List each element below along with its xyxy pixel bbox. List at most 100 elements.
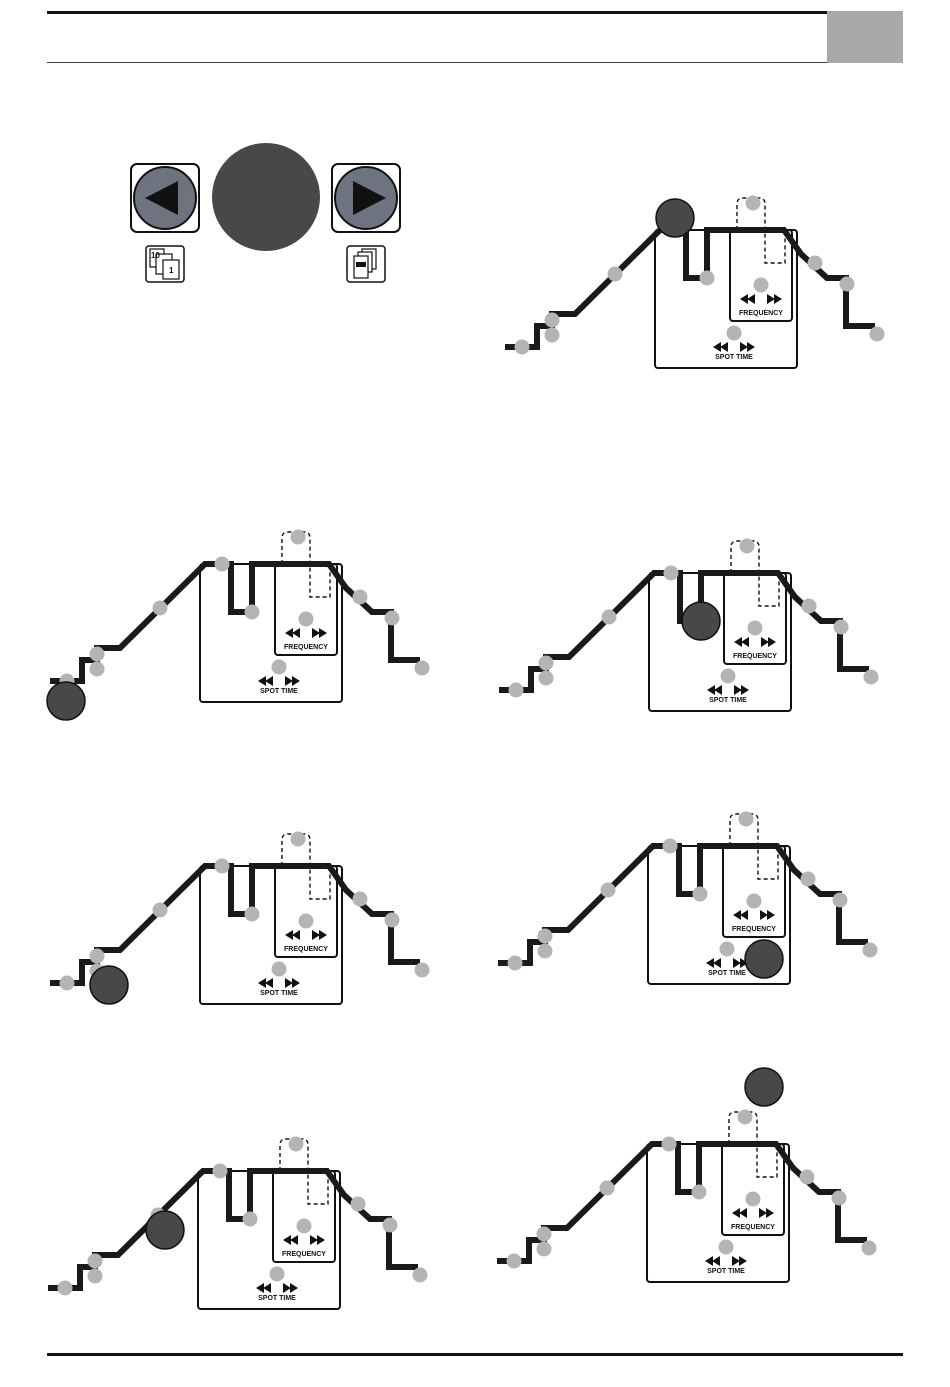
rewind-arrow-icon <box>258 978 266 988</box>
rewind-arrow-icon <box>712 1256 720 1266</box>
node-spot-time <box>727 326 742 341</box>
node-end <box>415 661 430 676</box>
forward-arrow-icon <box>734 685 742 695</box>
forward-arrow-icon <box>766 1208 774 1218</box>
node-valley <box>243 1212 258 1227</box>
rewind-arrow-icon <box>256 1283 264 1293</box>
forward-arrow-icon <box>285 978 293 988</box>
spot-time-arrows <box>258 676 300 686</box>
rewind-arrow-icon <box>283 1235 291 1245</box>
node-right-slope <box>353 892 368 907</box>
spot-time-label: SPOT TIME <box>715 354 753 361</box>
forward-arrow-icon <box>312 628 320 638</box>
spot-time-label: SPOT TIME <box>260 990 298 997</box>
cursor-knob <box>682 602 720 640</box>
node-first-step <box>539 671 554 686</box>
spot-time-arrows <box>705 1256 747 1266</box>
forward-arrow-icon <box>317 1235 325 1245</box>
rewind-arrow-icon <box>741 637 749 647</box>
node-right-mid <box>385 611 400 626</box>
forward-arrow-icon <box>759 1208 767 1218</box>
node-end <box>870 327 885 342</box>
frequency-label: FREQUENCY <box>733 653 777 660</box>
forward-arrow-icon <box>319 930 327 940</box>
node-top-left-corner <box>662 1137 677 1152</box>
rewind-arrow-icon <box>733 910 741 920</box>
rewind-arrow-icon <box>707 685 715 695</box>
node-start <box>507 1254 522 1269</box>
node-start <box>515 340 530 355</box>
forward-arrow-icon <box>285 676 293 686</box>
waveform-trace <box>499 573 869 690</box>
frequency-arrows <box>285 930 327 940</box>
node-pulse-top <box>289 1137 304 1152</box>
node-end <box>862 1241 877 1256</box>
cursor-knob <box>90 966 128 1004</box>
node-top-left-corner <box>664 566 679 581</box>
node-step-two <box>90 949 105 964</box>
forward-arrow-icon <box>747 342 755 352</box>
node-valley <box>692 1185 707 1200</box>
cursor-knob <box>745 1068 783 1106</box>
spot-time-arrows <box>706 958 748 968</box>
node-top-left-corner <box>215 557 230 572</box>
forward-arrow-icon <box>767 294 775 304</box>
panel-p1: FREQUENCY SPOT TIME <box>505 196 885 369</box>
node-frequency <box>299 612 314 627</box>
rewind-arrow-icon <box>720 342 728 352</box>
forward-arrow-icon <box>290 1283 298 1293</box>
frequency-label: FREQUENCY <box>284 644 328 651</box>
rewind-arrow-icon <box>265 676 273 686</box>
rewind-arrow-icon <box>292 628 300 638</box>
node-right-mid <box>385 913 400 928</box>
node-ramp-up <box>602 610 617 625</box>
spot-time-arrows <box>258 978 300 988</box>
forward-arrow-icon <box>732 1256 740 1266</box>
cursor-knob <box>47 682 85 720</box>
rewind-arrow-icon <box>713 342 721 352</box>
node-start <box>509 683 524 698</box>
rewind-arrow-icon <box>747 294 755 304</box>
node-end <box>863 943 878 958</box>
node-top-left-corner <box>213 1164 228 1179</box>
frequency-label: FREQUENCY <box>731 1224 775 1231</box>
node-step-two <box>545 313 560 328</box>
forward-arrow-icon <box>768 637 776 647</box>
forward-arrow-icon <box>292 676 300 686</box>
node-step-two <box>88 1254 103 1269</box>
spot-time-label: SPOT TIME <box>708 970 746 977</box>
spot-time-label: SPOT TIME <box>260 688 298 695</box>
frequency-box <box>730 230 792 321</box>
spot-time-arrows <box>256 1283 298 1293</box>
node-first-step <box>88 1269 103 1284</box>
node-right-mid <box>832 1191 847 1206</box>
forward-arrow-icon <box>310 1235 318 1245</box>
rewind-arrow-icon <box>713 958 721 968</box>
node-right-slope <box>808 256 823 271</box>
forward-arrow-icon <box>312 930 320 940</box>
forward-arrow-icon <box>774 294 782 304</box>
rewind-arrow-icon <box>285 628 293 638</box>
frequency-arrows <box>733 910 775 920</box>
node-ramp-up <box>608 267 623 282</box>
node-pulse-top <box>291 530 306 545</box>
waveform-trace <box>48 1171 418 1288</box>
node-valley <box>245 605 260 620</box>
node-frequency <box>754 278 769 293</box>
node-frequency <box>297 1219 312 1234</box>
frequency-arrows <box>283 1235 325 1245</box>
frequency-label: FREQUENCY <box>284 946 328 953</box>
forward-arrow-icon <box>319 628 327 638</box>
spot-time-label: SPOT TIME <box>707 1268 745 1275</box>
node-right-slope <box>351 1197 366 1212</box>
node-spot-time <box>272 660 287 675</box>
node-start <box>60 976 75 991</box>
waveform-trace <box>505 230 875 347</box>
panel-p2: FREQUENCY SPOT TIME <box>47 530 430 721</box>
rewind-arrow-icon <box>740 294 748 304</box>
node-valley <box>693 887 708 902</box>
frequency-label: FREQUENCY <box>739 310 783 317</box>
frequency-box <box>723 846 785 937</box>
